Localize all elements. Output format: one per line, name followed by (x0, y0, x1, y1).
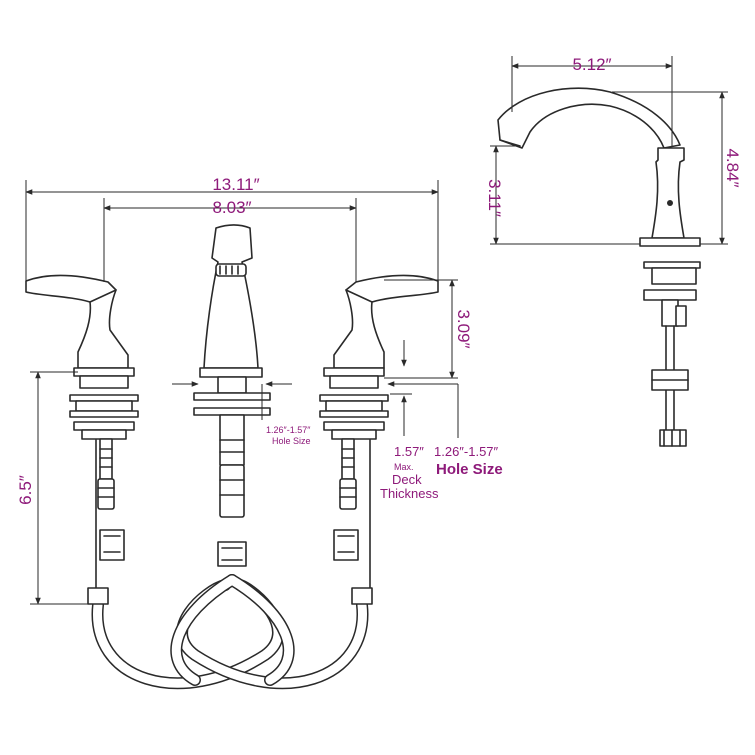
left-handle-valve (25, 274, 139, 605)
center-hole-size-caption: Hole Size (272, 436, 311, 446)
deck-thickness-caption-1: Max. (394, 462, 414, 472)
total-width-label: 13.11″ (212, 175, 259, 194)
spout-reach-label: 5.12″ (572, 55, 611, 74)
deck-thickness-caption-3: Thickness (380, 486, 439, 501)
shank-length-label: 6.5″ (16, 475, 35, 505)
center-hole-size-value: 1.26″-1.57″ (266, 425, 311, 435)
dimension-lines (25, 56, 728, 605)
spout-clearance-label: 3.11″ (485, 179, 504, 217)
right-handle-valve (319, 274, 439, 605)
handle-height-label: 3.09″ (454, 309, 473, 348)
deck-thickness-caption-2: Deck (392, 472, 422, 487)
spout-side-view (497, 87, 701, 447)
center-width-label: 8.03″ (212, 198, 251, 217)
side-hole-size-caption: Hole Size (436, 461, 503, 478)
supply-hoses (91, 574, 369, 690)
deck-thickness-value: 1.57″ (394, 444, 424, 459)
spout-height-label: 4.84″ (723, 148, 742, 187)
side-hole-size-value: 1.26″-1.57″ (434, 444, 499, 459)
center-spout-assembly (193, 224, 271, 567)
aerator-dot-icon (667, 200, 673, 206)
